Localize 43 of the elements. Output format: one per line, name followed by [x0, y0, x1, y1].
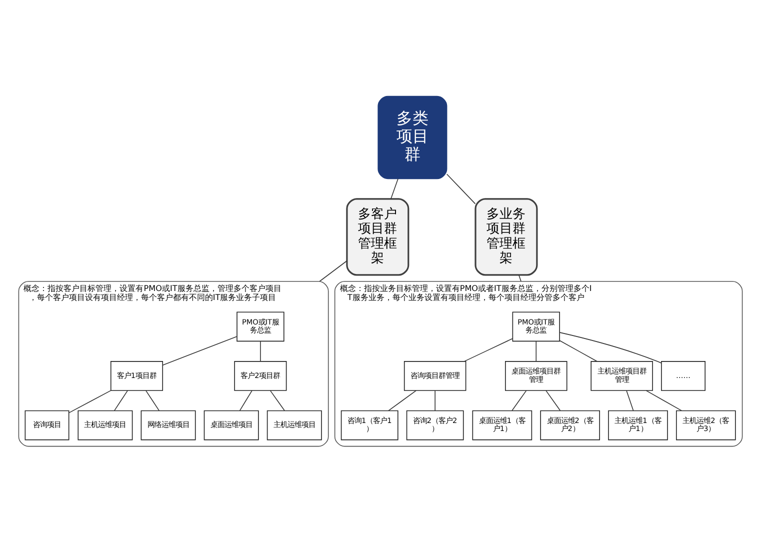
node-box: PMO或IT服务总监 [512, 312, 560, 342]
node-box: 多业务项目群管理框架 [474, 198, 538, 276]
node-box: …… [661, 361, 706, 391]
connector [239, 390, 252, 411]
connector [559, 340, 598, 362]
connector [546, 390, 561, 411]
node-box: 网络运维项目 [140, 410, 196, 440]
node-box: 客户2项目群 [234, 361, 287, 391]
connector [536, 340, 537, 362]
node-box: PMO或IT服务总监 [236, 312, 284, 342]
node-box: 多客户项目群管理框架 [346, 198, 410, 276]
connector [446, 174, 476, 204]
connector [646, 390, 682, 412]
node-box: 咨询2（客户2） [406, 410, 464, 440]
node-box: 客户1项目群 [110, 361, 164, 391]
connector [464, 338, 513, 362]
connector [626, 390, 634, 411]
node-box: 桌面运维1（客户1） [472, 410, 532, 440]
connector [260, 340, 261, 362]
connector [145, 390, 160, 411]
connector [512, 390, 527, 411]
connector [390, 178, 398, 200]
node-box: 咨询项目群管理 [404, 361, 466, 391]
node-box: 桌面运维项目群管理 [505, 361, 568, 391]
connector [518, 274, 522, 282]
connector [162, 336, 238, 366]
connector [559, 332, 662, 364]
node-box: 主机运维1（客户1） [608, 410, 668, 440]
node-box: 咨询项目 [24, 410, 70, 440]
connector [434, 390, 436, 411]
node-box: 主机运维项目 [266, 410, 322, 440]
connector [319, 260, 348, 282]
node-box: 桌面运维项目 [204, 410, 259, 440]
connector [68, 390, 112, 414]
node-box: 咨询1（客户1） [340, 410, 398, 440]
node-box: 多类项目群 [378, 96, 448, 180]
node-box: 主机运维2（客户3） [676, 410, 736, 440]
node-box: 主机运维项目 [78, 410, 133, 440]
connector [114, 390, 128, 411]
connector [270, 390, 285, 411]
node-box: 桌面运维2（客户2） [540, 410, 600, 440]
node-box: 主机运维项目群管理 [590, 361, 653, 391]
connector [388, 390, 417, 412]
